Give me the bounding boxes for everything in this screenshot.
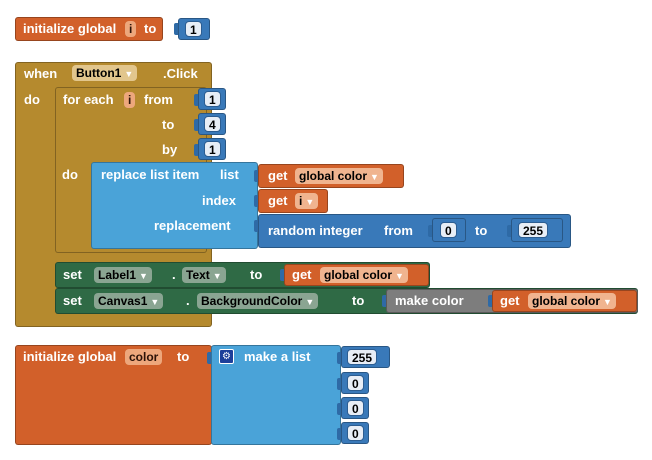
number-field-list-item[interactable]: 0 — [347, 400, 364, 416]
socket-tab — [280, 269, 285, 281]
number-field-list-item[interactable]: 0 — [347, 425, 364, 441]
number-field-to[interactable]: 4 — [204, 116, 221, 132]
socket-tab — [174, 23, 179, 35]
get-label: get — [268, 193, 288, 208]
init-global-color-block[interactable] — [15, 345, 212, 445]
chevron-down-icon: ▼ — [603, 297, 612, 307]
socket-tab — [194, 144, 199, 156]
get-label: get — [268, 168, 288, 183]
property-name: BackgroundColor — [201, 294, 303, 308]
socket-tab — [507, 225, 512, 237]
get-label: get — [292, 267, 312, 282]
init-color-keyword: initialize global — [23, 349, 117, 364]
init-i-name-field[interactable]: i — [125, 21, 137, 37]
chevron-down-icon: ▼ — [212, 271, 222, 281]
random-from-label: from — [384, 223, 413, 238]
for-each-var-field[interactable]: i — [124, 92, 136, 108]
socket-tab — [254, 195, 259, 207]
chevron-down-icon: ▼ — [150, 297, 160, 307]
socket-tab — [337, 352, 342, 364]
socket-tab — [488, 295, 493, 307]
component-dropdown-label1[interactable]: Label1▼ — [94, 267, 152, 283]
socket-tab — [337, 378, 342, 390]
replace-list-item-label: replace list item — [101, 167, 200, 182]
property-dropdown-text[interactable]: Text▼ — [182, 267, 226, 283]
number-field-init-i[interactable]: 1 — [185, 21, 202, 37]
from-label: from — [144, 92, 173, 107]
make-a-list-label: make a list — [244, 349, 311, 364]
set-label: set — [63, 293, 82, 308]
var-dropdown-global-color[interactable]: global color▼ — [295, 168, 383, 184]
var-dropdown-i[interactable]: i▼ — [295, 193, 319, 209]
var-dropdown-global-color[interactable]: global color▼ — [320, 267, 408, 283]
component-name: Button1 — [76, 66, 122, 80]
component-name: Canvas1 — [98, 294, 148, 308]
component-dropdown-button1[interactable]: Button1▼ — [72, 65, 138, 81]
to-label: to — [162, 117, 175, 132]
do-label: do — [24, 92, 40, 107]
chevron-down-icon: ▼ — [124, 69, 134, 79]
init-i-keyword: initialize global — [23, 21, 117, 36]
socket-tab — [194, 94, 199, 106]
replace-list-item-block[interactable] — [91, 162, 258, 249]
number-field-from[interactable]: 1 — [204, 91, 221, 107]
when-label: when — [24, 66, 58, 81]
socket-tab — [254, 170, 259, 182]
dot-separator: . — [186, 293, 190, 308]
socket-tab — [337, 428, 342, 440]
component-dropdown-canvas1[interactable]: Canvas1▼ — [94, 293, 164, 309]
init-global-i-block[interactable] — [15, 17, 163, 41]
socket-tab — [194, 119, 199, 131]
get-label: get — [500, 293, 520, 308]
socket-tab — [428, 225, 433, 237]
list-socket-label: list — [220, 167, 239, 182]
set-to-label: to — [352, 293, 365, 308]
number-field-random-from[interactable]: 0 — [440, 222, 457, 238]
chevron-down-icon: ▼ — [395, 271, 404, 281]
init-color-to: to — [177, 349, 190, 364]
event-name: .Click — [163, 66, 198, 81]
init-i-to: to — [144, 21, 157, 36]
index-socket-label: index — [202, 193, 236, 208]
socket-tab — [337, 403, 342, 415]
random-integer-label: random integer — [268, 223, 363, 238]
for-each-do-label: do — [62, 167, 78, 182]
chevron-down-icon: ▼ — [370, 172, 379, 182]
init-color-name-field[interactable]: color — [125, 349, 163, 365]
var-name: global color — [532, 294, 601, 308]
number-field-random-to[interactable]: 255 — [518, 222, 549, 238]
var-name: i — [299, 194, 303, 208]
component-name: Label1 — [98, 268, 137, 282]
var-name: global color — [299, 169, 368, 183]
chevron-down-icon: ▼ — [305, 297, 315, 307]
number-field-by[interactable]: 1 — [204, 141, 221, 157]
property-dropdown-backgroundcolor[interactable]: BackgroundColor▼ — [197, 293, 319, 309]
number-field-list-item[interactable]: 255 — [347, 349, 378, 365]
gear-icon[interactable]: ⚙ — [219, 349, 234, 364]
chevron-down-icon: ▼ — [139, 271, 148, 281]
dot-separator: . — [172, 267, 176, 282]
number-field-list-item[interactable]: 0 — [347, 375, 364, 391]
make-color-label: make color — [395, 293, 464, 308]
socket-tab — [382, 295, 387, 307]
var-name: global color — [324, 268, 393, 282]
socket-tab — [254, 220, 259, 232]
replacement-socket-label: replacement — [154, 218, 231, 233]
set-to-label: to — [250, 267, 263, 282]
random-to-label: to — [475, 223, 488, 238]
var-dropdown-global-color[interactable]: global color▼ — [528, 293, 616, 309]
for-each-label: for each — [63, 92, 114, 107]
by-label: by — [162, 142, 178, 157]
socket-tab — [207, 352, 212, 364]
chevron-down-icon: ▼ — [305, 197, 315, 207]
property-name: Text — [186, 268, 210, 282]
set-label: set — [63, 267, 82, 282]
